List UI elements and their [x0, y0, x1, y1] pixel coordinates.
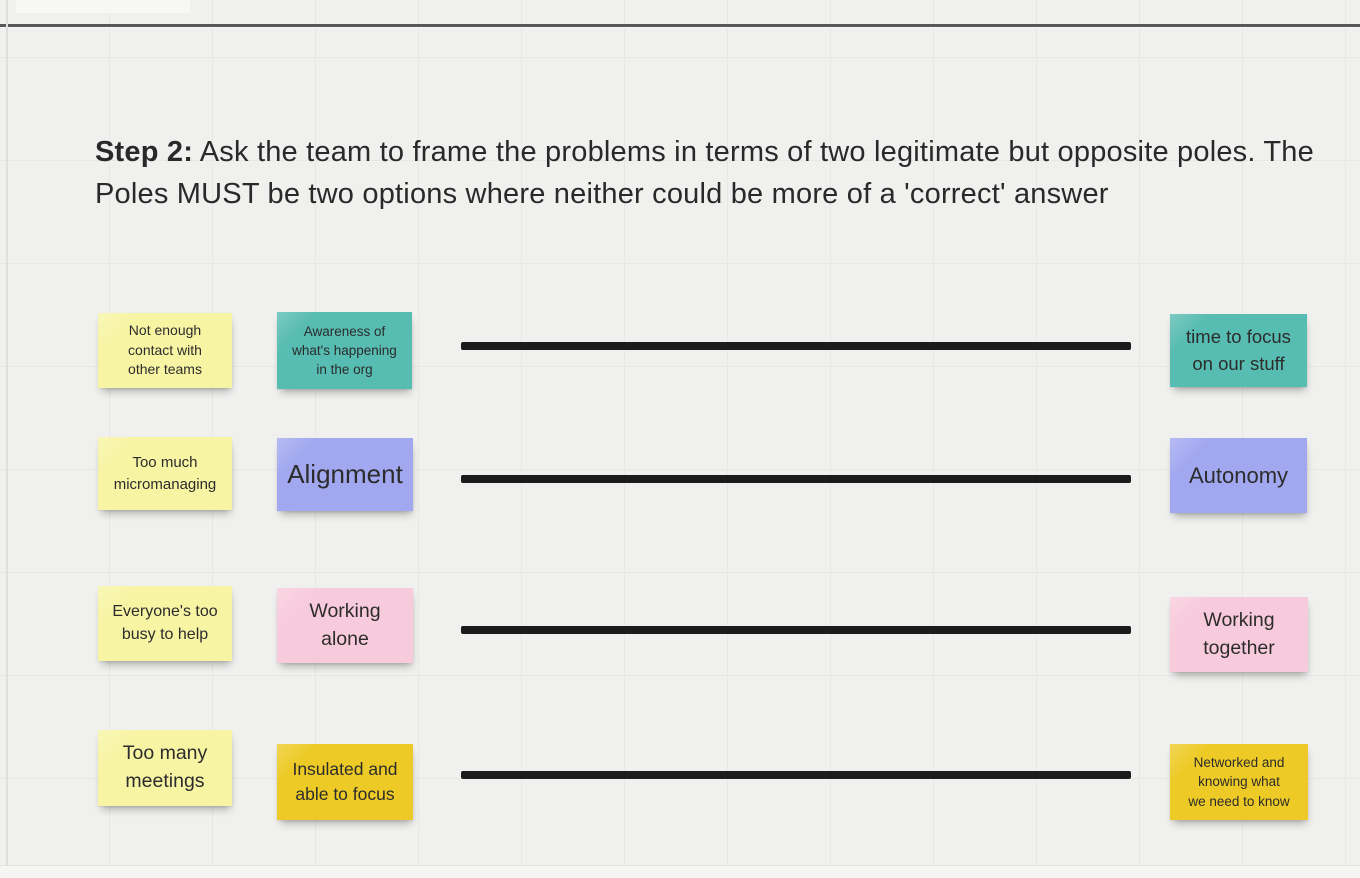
right-pole-note-1[interactable]: time to focus on our stuff — [1170, 314, 1307, 387]
right-pole-note-3[interactable]: Working together — [1170, 597, 1308, 672]
left-pole-note-3-label: Working alone — [309, 599, 381, 650]
frame-label-strip — [16, 0, 190, 13]
right-pole-note-2[interactable]: Autonomy — [1170, 438, 1307, 513]
problem-note-1[interactable]: Not enough contact with other teams — [98, 313, 232, 388]
left-pole-note-2-label: Alignment — [287, 459, 403, 490]
frame-left-border — [6, 0, 8, 878]
right-pole-note-3-label: Working together — [1203, 608, 1275, 659]
left-pole-note-4-label: Insulated and able to focus — [292, 759, 398, 804]
pole-line-2[interactable] — [461, 475, 1131, 483]
problem-note-2[interactable]: Too much micromanaging — [98, 437, 232, 510]
right-pole-note-2-label: Autonomy — [1188, 462, 1289, 488]
pole-line-3[interactable] — [461, 626, 1131, 634]
left-pole-note-1-label: Awareness of what's happening in the org — [292, 323, 397, 378]
step-2-instruction-text[interactable]: Step 2: Ask the team to frame the proble… — [95, 131, 1330, 215]
step-2-label: Step 2: — [95, 136, 194, 168]
pole-line-4[interactable] — [461, 771, 1131, 779]
right-pole-note-4-label: Networked and knowing what we need to kn… — [1188, 755, 1290, 809]
step-2-instruction-body: Ask the team to frame the problems in te… — [95, 136, 1314, 210]
problem-note-3-label: Everyone's too busy to help — [112, 602, 218, 643]
right-pole-note-1-label: time to focus on our stuff — [1186, 326, 1291, 374]
pole-line-1[interactable] — [461, 342, 1131, 350]
left-pole-note-3[interactable]: Working alone — [277, 588, 413, 663]
left-pole-note-2[interactable]: Alignment — [277, 438, 413, 511]
right-pole-note-4[interactable]: Networked and knowing what we need to kn… — [1170, 744, 1308, 820]
left-pole-note-4[interactable]: Insulated and able to focus — [277, 744, 413, 820]
frame-top-border — [0, 24, 1360, 28]
problem-note-4-label: Too many meetings — [122, 742, 208, 792]
frame-bottom-border — [0, 865, 1360, 878]
problem-note-1-label: Not enough contact with other teams — [128, 321, 202, 378]
problem-note-3[interactable]: Everyone's too busy to help — [98, 586, 232, 661]
problem-note-4[interactable]: Too many meetings — [98, 730, 232, 806]
left-pole-note-1[interactable]: Awareness of what's happening in the org — [277, 312, 412, 389]
problem-note-2-label: Too much micromanaging — [113, 454, 217, 493]
